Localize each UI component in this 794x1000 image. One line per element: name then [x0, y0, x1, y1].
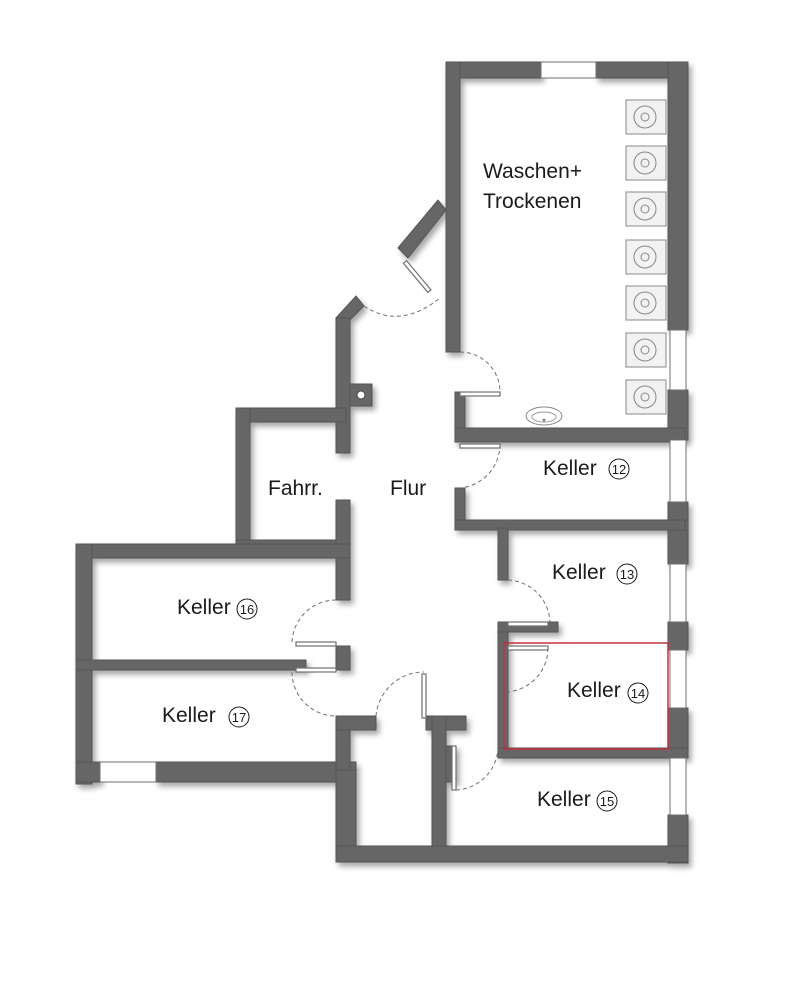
- wall: [431, 715, 447, 847]
- doors: [291, 259, 551, 791]
- sink-icon: [525, 406, 563, 426]
- door-swing: [507, 579, 551, 623]
- room-number: 13: [620, 567, 634, 582]
- door-icon: [421, 673, 427, 719]
- washing-machine-icon: [625, 379, 667, 415]
- number-circle-icon: [627, 682, 649, 704]
- washing-machine-icon: [625, 332, 667, 368]
- window-icon: [669, 649, 687, 709]
- door-icon: [459, 391, 501, 397]
- room-label-keller-15: Keller 15: [537, 788, 618, 812]
- room-label-keller-16: Keller 16: [177, 596, 258, 620]
- wall: [75, 659, 307, 671]
- wall: [445, 61, 461, 353]
- window-icon: [669, 439, 687, 503]
- door-icon: [451, 745, 457, 791]
- room-number: 16: [240, 602, 254, 617]
- room-label-keller-14: Keller 14: [567, 679, 649, 704]
- number-circle-icon: [616, 563, 638, 585]
- number-circle-icon: [596, 790, 618, 812]
- wall: [454, 427, 686, 443]
- window-icon: [669, 329, 687, 391]
- wall: [335, 317, 351, 454]
- room-label: Keller: [537, 788, 591, 811]
- room-number: 14: [631, 686, 645, 701]
- wall: [497, 747, 689, 759]
- number-circle-icon: [236, 598, 258, 620]
- washing-machine-icon: [625, 191, 667, 227]
- wall: [454, 519, 686, 531]
- wall: [75, 543, 351, 559]
- window-icon: [540, 61, 597, 79]
- room-label: Keller: [567, 679, 621, 702]
- door-swing: [291, 671, 337, 717]
- wall: [235, 407, 251, 554]
- door-icon: [507, 645, 549, 651]
- number-circle-icon: [608, 458, 630, 480]
- wall: [155, 761, 357, 783]
- door-swing: [503, 647, 549, 693]
- wall: [667, 621, 689, 651]
- room-label: Keller: [162, 704, 216, 727]
- room-label-trockenen: Trockenen: [483, 190, 581, 213]
- washing-machine-icon: [625, 145, 667, 181]
- wall: [335, 715, 377, 731]
- wall: [75, 761, 101, 783]
- door-swing: [291, 599, 337, 645]
- wall: [497, 527, 509, 581]
- washing-machine-icon: [625, 99, 667, 135]
- door-swing: [455, 747, 499, 791]
- door-swing: [363, 297, 441, 317]
- room-label-keller-12: Keller 12: [543, 457, 630, 480]
- door-icon: [507, 621, 549, 627]
- window-icon: [669, 757, 687, 816]
- room-number: 12: [612, 462, 626, 477]
- wall: [334, 295, 365, 321]
- window-icon: [99, 761, 157, 783]
- number-circle-icon: [228, 706, 250, 728]
- wall: [397, 199, 447, 259]
- room-label: Keller: [552, 561, 606, 584]
- room-number: 17: [232, 710, 246, 725]
- door-icon: [402, 259, 432, 294]
- wall: [235, 407, 347, 423]
- room-label-fahrr: Fahrr.: [268, 477, 323, 500]
- wall: [667, 61, 689, 331]
- room-label-waschen: Waschen+: [483, 160, 582, 183]
- wall: [335, 845, 689, 863]
- washing-machine-icon: [625, 285, 667, 321]
- wall: [497, 625, 509, 757]
- room-label-flur: Flur: [390, 477, 426, 500]
- wall: [335, 645, 351, 671]
- room-label-keller-17: Keller 17: [162, 704, 250, 728]
- room-label: Keller: [543, 457, 597, 480]
- windows: [99, 61, 687, 816]
- washing-machines: [625, 99, 667, 415]
- room-label-keller-13: Keller 13: [552, 561, 638, 585]
- room-number: 15: [600, 794, 614, 809]
- door-swing: [459, 351, 501, 393]
- keller-14-highlight: [503, 642, 669, 750]
- door-icon: [459, 443, 501, 449]
- door-swing: [375, 671, 425, 717]
- room-label: Keller: [177, 596, 231, 619]
- washing-machine-icon: [625, 239, 667, 275]
- door-icon: [295, 641, 337, 647]
- column-hole-icon: [356, 390, 366, 400]
- door-icon: [295, 667, 337, 673]
- door-swing: [459, 443, 501, 489]
- wall: [667, 501, 689, 565]
- window-icon: [669, 563, 687, 623]
